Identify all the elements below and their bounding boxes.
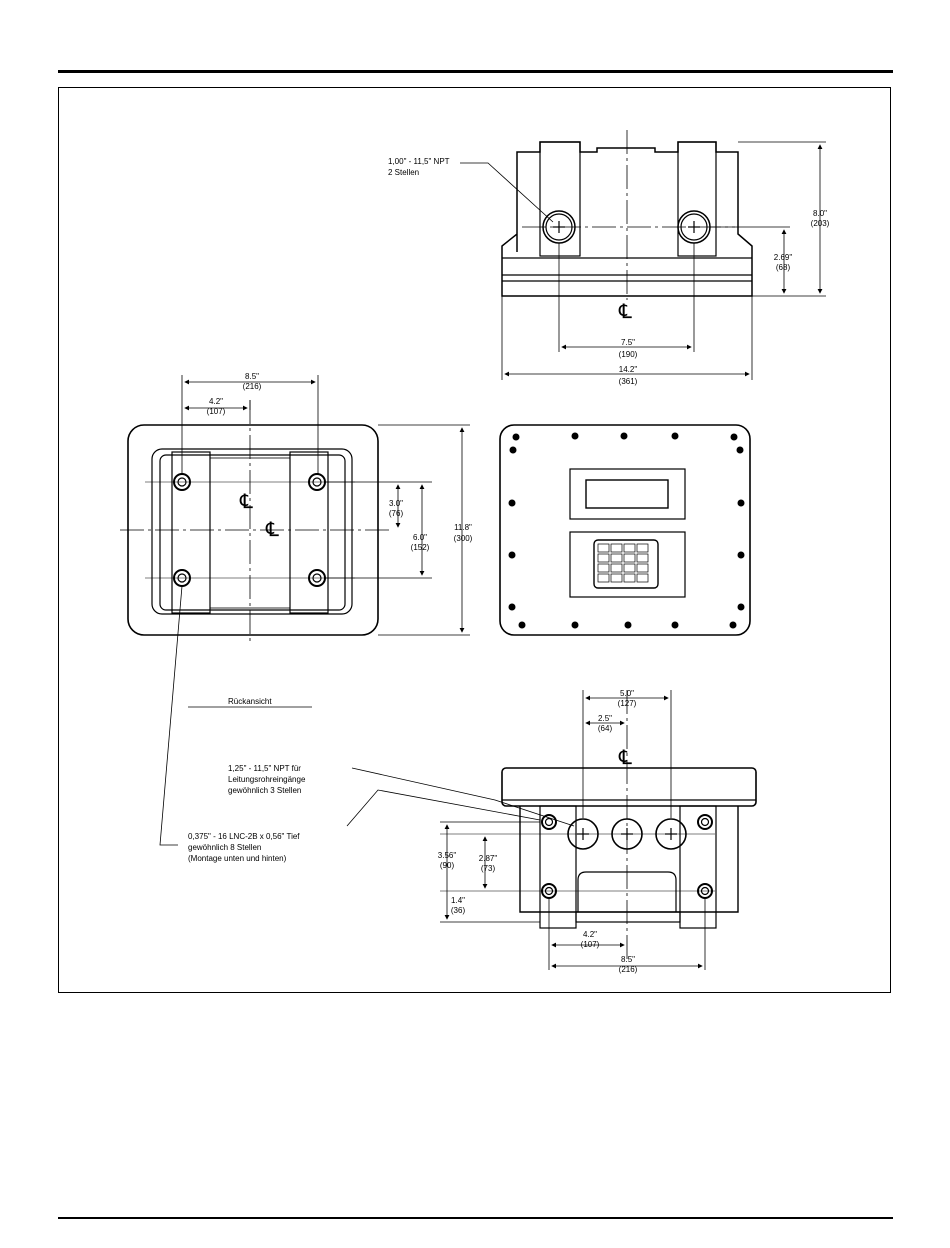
dim-overall-height: 11.8" [454, 523, 472, 532]
dim-overall-width: 14.2" [619, 365, 638, 374]
bottom-view [346, 690, 757, 970]
centerline-symbol-rear-2: ℄ [265, 517, 279, 541]
npt-top-callout-line2: 2 Stellen [388, 168, 419, 177]
footer-rule [58, 1217, 893, 1219]
dim-bottom-height-a: 3.56" [438, 851, 457, 860]
dim-rear-offset-mm: (107) [207, 407, 226, 416]
rear-view [120, 375, 470, 846]
dim-rear-width: 8.5" [245, 372, 259, 381]
dim-top-hub-height: 2.69" [774, 253, 793, 262]
thread-callout-line3: (Montage unten und hinten) [188, 854, 287, 863]
top-view [460, 130, 826, 380]
npt-bottom-callout-line1: 1,25" - 11,5" NPT für [228, 764, 301, 773]
dim-bottom-height-b: 2.87" [479, 854, 498, 863]
dim-overall-height-mm: (300) [454, 534, 473, 543]
dim-rear-width-mm: (216) [243, 382, 262, 391]
dim-bottom-hub-spacing-mm: (127) [618, 699, 637, 708]
dim-rear-inner-v-mm: (76) [389, 509, 404, 518]
dim-rear-outer-v: 6.0" [413, 533, 427, 542]
npt-top-callout-line1: 1,00" - 11,5" NPT [388, 157, 450, 166]
front-bolts [508, 432, 745, 629]
centerline-symbol-bottom: ℄ [618, 745, 632, 769]
dim-rear-outer-v-mm: (152) [411, 543, 430, 552]
npt-bottom-callout-line3: gewöhnlich 3 Stellen [228, 786, 301, 795]
thread-callout-line2: gewöhnlich 8 Stellen [188, 843, 261, 852]
thread-callout-line1: 0,375" - 16 LNC-2B x 0,56" Tief [188, 832, 300, 841]
rear-view-caption: Rückansicht [228, 697, 272, 706]
dim-bottom-offset-mm: (107) [581, 940, 600, 949]
dim-bottom-height-c: 1.4" [451, 896, 465, 905]
dim-bottom-width: 8.5" [621, 955, 635, 964]
dim-rear-inner-v: 3.0" [389, 499, 403, 508]
dim-top-hole-spacing-mm: (190) [619, 350, 638, 359]
dim-overall-width-mm: (361) [619, 377, 638, 386]
centerline-symbol-rear-1: ℄ [239, 489, 253, 513]
dim-bottom-width-mm: (216) [619, 965, 638, 974]
dim-bottom-hub-spacing: 5.0" [620, 689, 634, 698]
dim-bottom-height-a-mm: (90) [440, 861, 455, 870]
dim-bottom-height-b-mm: (73) [481, 864, 496, 873]
dim-bottom-height-c-mm: (36) [451, 906, 466, 915]
dim-top-height-mm: (203) [811, 219, 830, 228]
dim-rear-offset: 4.2" [209, 397, 223, 406]
front-view [499, 424, 751, 636]
dim-top-hole-spacing: 7.5" [621, 338, 635, 347]
dim-bottom-hub-offset-mm: (64) [598, 724, 613, 733]
drawing-frame [58, 87, 891, 993]
dim-bottom-offset: 4.2" [583, 930, 597, 939]
npt-bottom-callout-line2: Leitungsrohreingänge [228, 775, 306, 784]
header-rule [58, 70, 893, 73]
dim-bottom-hub-offset: 2.5" [598, 714, 612, 723]
dim-top-height: 8.0" [813, 209, 827, 218]
centerline-symbol-top: ℄ [618, 299, 632, 323]
dim-top-hub-height-mm: (68) [776, 263, 791, 272]
